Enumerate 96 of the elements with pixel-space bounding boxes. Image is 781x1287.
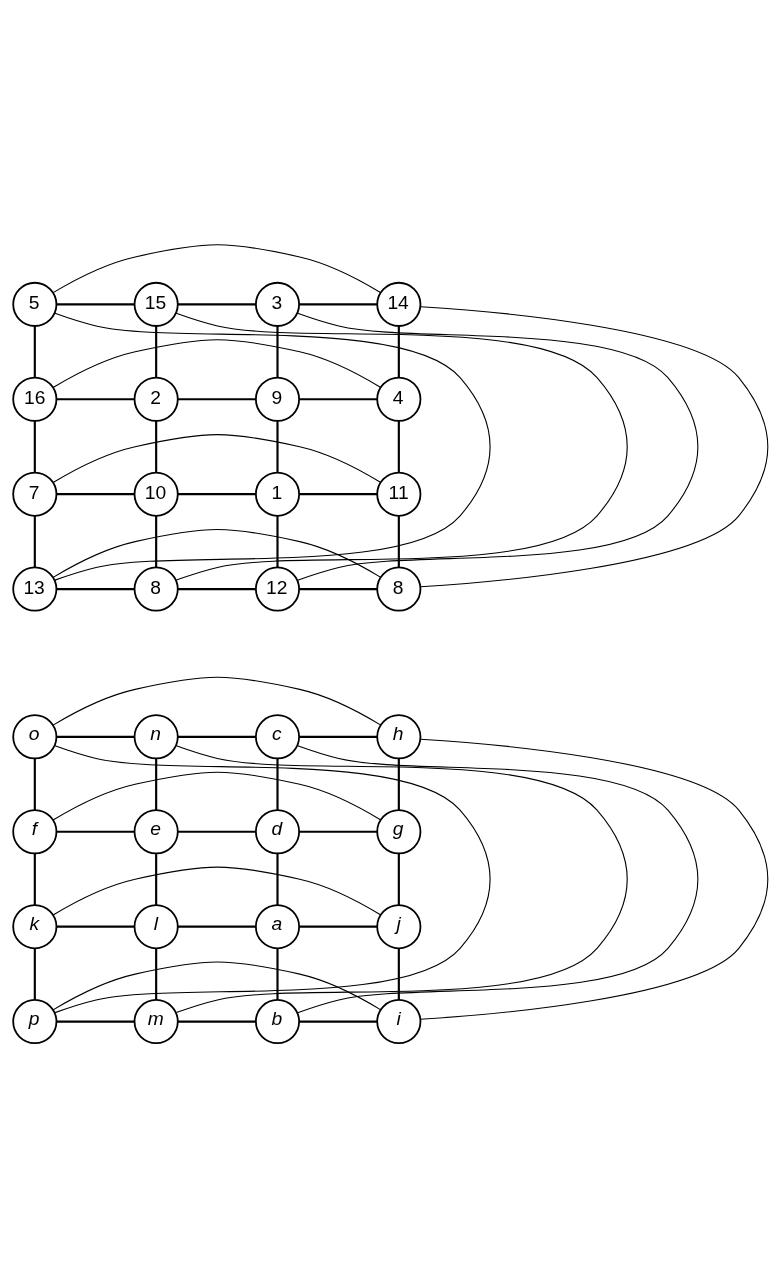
connector bbox=[177, 830, 256, 833]
node-circle: h bbox=[376, 713, 422, 759]
connector bbox=[52, 866, 381, 915]
connector bbox=[54, 312, 491, 581]
node-circle: 5 bbox=[12, 281, 58, 327]
connector bbox=[56, 302, 135, 305]
connector bbox=[56, 587, 135, 590]
connector bbox=[397, 758, 400, 810]
node-circle: j bbox=[376, 903, 422, 949]
node-circle: 9 bbox=[254, 376, 300, 422]
node-circle: 8 bbox=[133, 566, 179, 612]
connector bbox=[297, 312, 699, 581]
connector bbox=[52, 771, 381, 821]
connector bbox=[397, 515, 400, 567]
connector bbox=[52, 338, 381, 388]
node-circle: 15 bbox=[133, 281, 179, 327]
node-circle: a bbox=[254, 903, 300, 949]
connector bbox=[177, 925, 256, 928]
connector bbox=[397, 325, 400, 378]
connector bbox=[299, 397, 378, 400]
connector bbox=[276, 758, 279, 810]
connector bbox=[52, 243, 381, 293]
connector bbox=[56, 1020, 135, 1023]
node-circle: 14 bbox=[376, 281, 422, 327]
connector bbox=[33, 325, 36, 378]
connector bbox=[52, 433, 381, 483]
node-circle: 4 bbox=[376, 376, 422, 422]
connector bbox=[177, 1020, 256, 1023]
connector bbox=[276, 420, 279, 472]
connector bbox=[177, 397, 256, 400]
node-circle: 8 bbox=[376, 566, 422, 612]
connector bbox=[177, 735, 256, 738]
connector bbox=[33, 515, 36, 567]
node-circle: 7 bbox=[12, 471, 58, 517]
node-circle: g bbox=[376, 808, 422, 854]
connector bbox=[155, 947, 158, 1000]
connector bbox=[155, 515, 158, 567]
node-circle: 12 bbox=[254, 566, 300, 612]
node-circle: m bbox=[133, 998, 179, 1044]
node-circle: 1 bbox=[254, 471, 300, 517]
node-circle: d bbox=[254, 808, 300, 854]
connector bbox=[299, 925, 378, 928]
connector bbox=[52, 528, 381, 578]
connector bbox=[299, 830, 378, 833]
connector bbox=[52, 676, 381, 726]
node-circle: f bbox=[12, 808, 58, 854]
connector bbox=[56, 492, 135, 495]
connector bbox=[299, 587, 378, 590]
connector bbox=[155, 420, 158, 472]
connector bbox=[177, 587, 256, 590]
connector bbox=[299, 302, 378, 305]
connector bbox=[276, 325, 279, 378]
node-circle: 3 bbox=[254, 281, 300, 327]
connector bbox=[397, 947, 400, 1000]
node-circle: 11 bbox=[376, 471, 422, 517]
connector bbox=[419, 305, 769, 587]
connector bbox=[397, 853, 400, 905]
connector bbox=[276, 853, 279, 905]
node-circle: 2 bbox=[133, 376, 179, 422]
node-circle: l bbox=[133, 903, 179, 949]
node-circle: o bbox=[12, 713, 58, 759]
node-circle: e bbox=[133, 808, 179, 854]
connector bbox=[419, 738, 769, 1020]
connector bbox=[299, 735, 378, 738]
node-circle: n bbox=[133, 713, 179, 759]
node-circle: b bbox=[254, 998, 300, 1044]
connector bbox=[56, 735, 135, 738]
connector bbox=[177, 492, 256, 495]
connector bbox=[177, 302, 256, 305]
node-circle: c bbox=[254, 713, 300, 759]
connector bbox=[297, 744, 699, 1013]
connector bbox=[33, 947, 36, 1000]
connector bbox=[33, 853, 36, 905]
connector bbox=[397, 420, 400, 472]
connector bbox=[299, 1020, 378, 1023]
connector bbox=[56, 397, 135, 400]
connector bbox=[56, 830, 135, 833]
node-circle: k bbox=[12, 903, 58, 949]
connector bbox=[155, 325, 158, 378]
connector bbox=[175, 744, 628, 1013]
connector bbox=[54, 744, 491, 1013]
node-circle: 10 bbox=[133, 471, 179, 517]
connector bbox=[276, 515, 279, 567]
connector bbox=[155, 853, 158, 905]
connector bbox=[56, 925, 135, 928]
node-circle: p bbox=[12, 998, 58, 1044]
connector bbox=[276, 947, 279, 1000]
connector bbox=[155, 758, 158, 810]
connector bbox=[175, 312, 628, 581]
node-circle: 13 bbox=[12, 566, 58, 612]
node-circle: 16 bbox=[12, 376, 58, 422]
connector bbox=[299, 492, 378, 495]
connector bbox=[33, 758, 36, 810]
node-circle: i bbox=[376, 998, 422, 1044]
connector bbox=[52, 961, 381, 1010]
connector bbox=[33, 420, 36, 472]
